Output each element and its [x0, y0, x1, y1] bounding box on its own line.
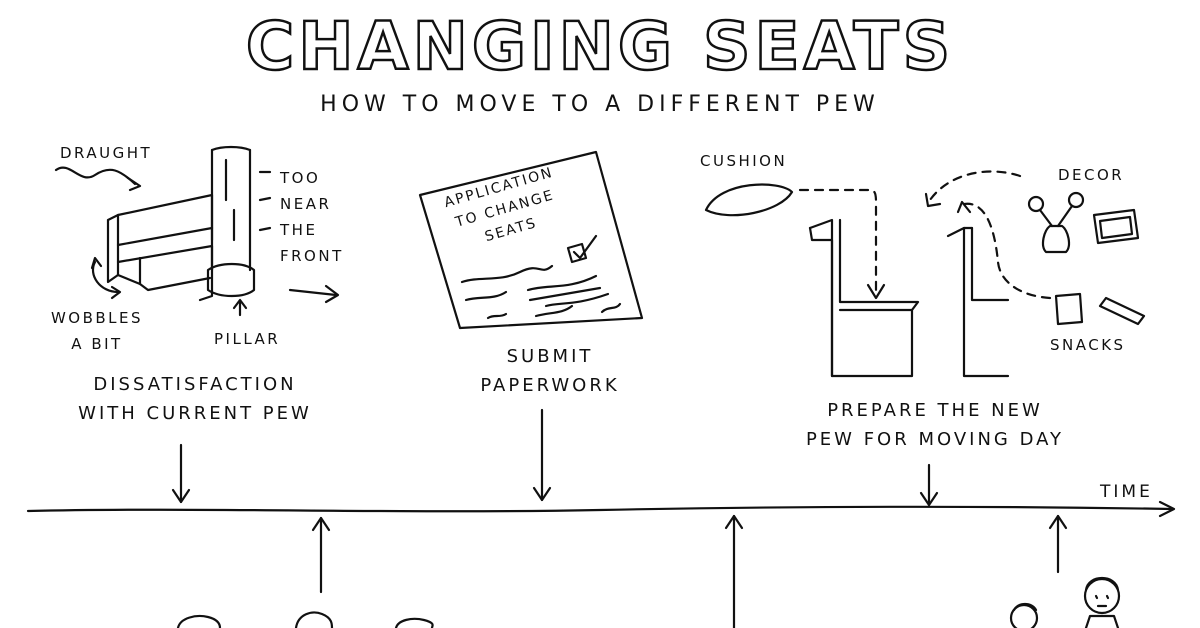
- page-subtitle: HOW TO MOVE TO A DIFFERENT PEW: [320, 92, 880, 117]
- annotation-cushion: CUSHION: [700, 152, 788, 170]
- annotation-draught: DRAUGHT: [60, 144, 153, 162]
- annotation-snacks: SNACKS: [1050, 336, 1126, 354]
- step-arrows-down: [171, 408, 939, 507]
- annotation-pillar: PILLAR: [214, 330, 281, 348]
- timeline-axis: [26, 500, 1176, 518]
- step-label-prepare-new-pew: PREPARE THE NEW PEW FOR MOVING DAY: [805, 400, 1065, 450]
- annotation-decor: DECOR: [1058, 166, 1125, 184]
- people-icon: [1009, 576, 1121, 628]
- annotation-too-near-front: TOO NEAR THE FRONT: [280, 169, 344, 265]
- new-pew-illustration: [704, 170, 1146, 378]
- step-label-submit-paperwork: SUBMIT PAPERWORK: [480, 346, 620, 396]
- axis-label-time: TIME: [1100, 482, 1153, 502]
- old-pew-illustration: [54, 145, 340, 317]
- annotation-wobbles: WOBBLES A BIT: [50, 309, 144, 353]
- bottom-figures: [176, 611, 434, 628]
- step-label-dissatisfaction: DISSATISFACTION WITH CURRENT PEW: [78, 374, 312, 424]
- lower-arrows-up: [311, 514, 1068, 628]
- application-form: [418, 150, 644, 330]
- page-title: CHANGING SEATS: [245, 7, 955, 87]
